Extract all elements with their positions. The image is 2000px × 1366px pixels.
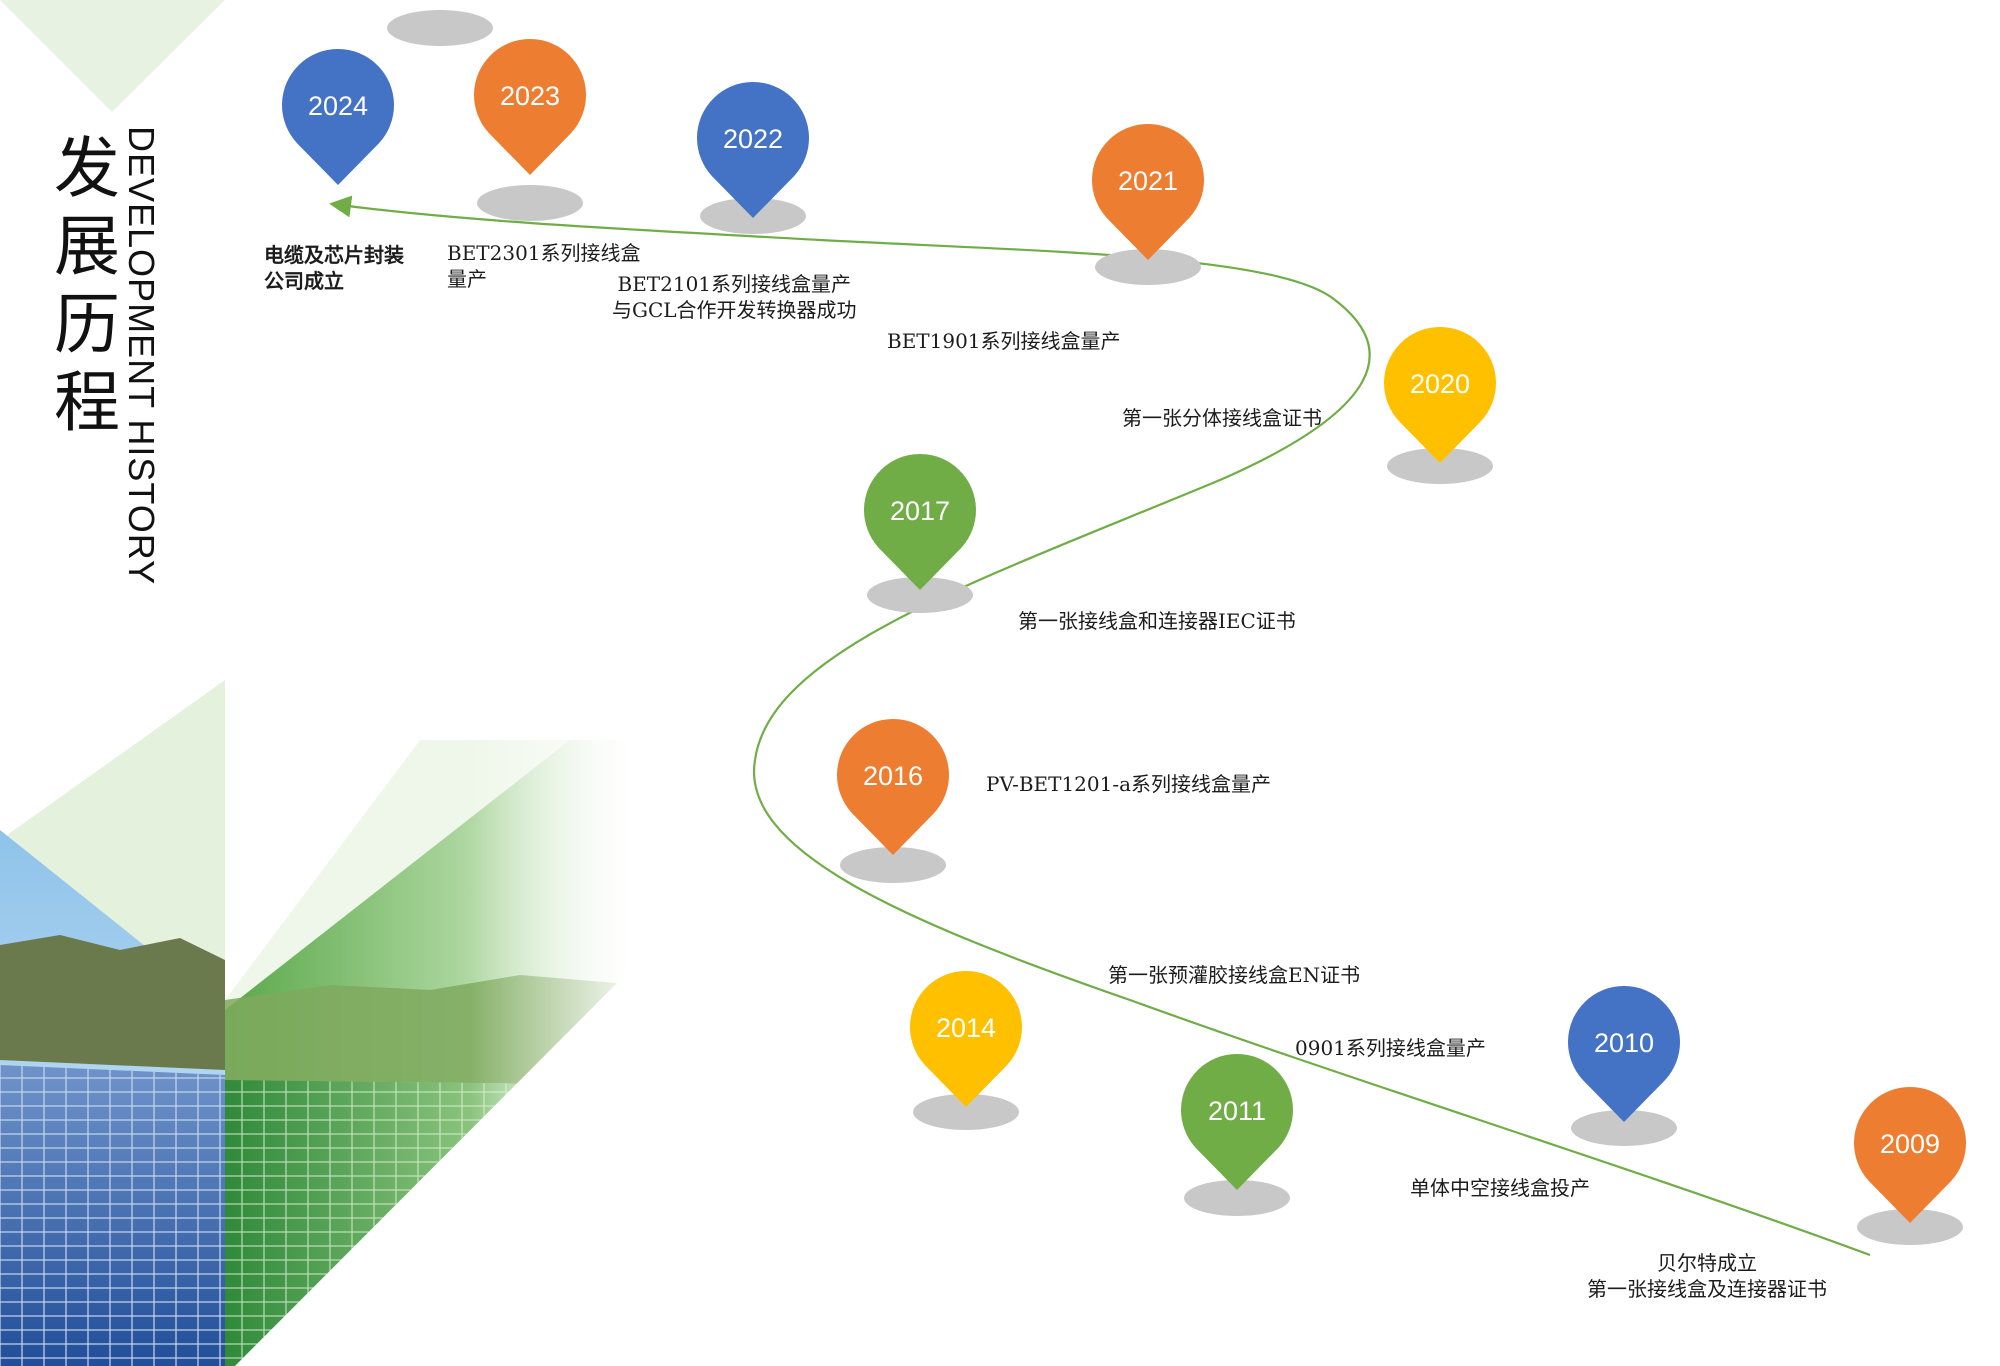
milestone-pin-2023: 2023 — [474, 38, 587, 221]
pin-shadow — [1857, 1209, 1963, 1245]
milestone-pin-2014: 2014 — [910, 970, 1022, 1130]
map-pin-icon — [1092, 124, 1204, 260]
pin-year-label: 2020 — [1410, 369, 1470, 399]
map-pin-icon — [910, 970, 1022, 1107]
pin-year-label: 2009 — [1880, 1129, 1940, 1159]
milestone-pin-2009: 2009 — [1854, 1087, 1967, 1245]
pin-shadow — [1387, 448, 1493, 484]
map-pin-icon — [864, 454, 976, 590]
milestone-label-2022: BET2101系列接线盒量产 与GCL合作开发转换器成功 — [612, 272, 857, 322]
solar-landscape-image — [0, 680, 650, 1366]
pin-year-label: 2021 — [1118, 166, 1178, 196]
milestone-label-2020: 第一张分体接线盒证书 — [1122, 406, 1322, 430]
milestone-label-2011: 0901系列接线盒量产 — [1295, 1036, 1486, 1060]
pin-shadow — [840, 847, 946, 883]
milestone-pin-2017: 2017 — [864, 454, 976, 613]
milestone-pin-2024: 2024 — [282, 49, 394, 185]
pin-year-label: 2023 — [500, 81, 560, 111]
milestone-pin-2021: 2021 — [1092, 124, 1204, 285]
pin-year-label: 2010 — [1594, 1028, 1654, 1058]
title-char: 发 — [54, 130, 120, 207]
pin-shadow — [1095, 249, 1201, 285]
pin-year-label: 2011 — [1208, 1096, 1266, 1126]
milestone-label-2014: 第一张预灌胶接线盒EN证书 — [1108, 963, 1361, 987]
pin-year-label: 2022 — [723, 124, 783, 154]
map-pin-icon — [474, 38, 587, 176]
map-pin-icon — [1568, 986, 1680, 1122]
pin-shadow — [867, 577, 973, 613]
page-title-chinese: 发 展 历 程 — [42, 130, 132, 442]
milestone-pin-2011: 2011 — [1181, 1054, 1293, 1216]
map-pin-icon — [1854, 1087, 1967, 1223]
pin-shadow — [1184, 1180, 1290, 1216]
map-pin-icon — [282, 49, 394, 185]
milestone-label-2023: BET2301系列接线盒 量产 — [447, 241, 641, 291]
map-pin-icon — [1181, 1054, 1293, 1190]
pin-shadow — [1571, 1110, 1677, 1146]
pin-shadow — [387, 10, 493, 46]
map-pin-icon — [1384, 327, 1496, 463]
pin-year-label: 2017 — [890, 496, 950, 526]
milestone-label-2021: BET1901系列接线盒量产 — [887, 329, 1121, 353]
corner-triangle-decoration — [0, 0, 225, 112]
title-char: 程 — [54, 364, 120, 441]
milestone-label-2016: PV-BET1201-a系列接线盒量产 — [986, 772, 1272, 796]
pin-year-label: 2014 — [936, 1013, 996, 1043]
milestone-label-2009: 贝尔特成立 第一张接线盒及连接器证书 — [1587, 1251, 1827, 1301]
page-title-english: DEVELOPMENT HISTORY — [121, 126, 162, 586]
pin-shadow — [477, 185, 583, 221]
milestone-pin-2016: 2016 — [836, 719, 949, 883]
timeline-path — [329, 195, 1871, 1257]
title-char: 历 — [54, 286, 120, 363]
title-char: 展 — [54, 208, 120, 285]
map-pin-icon — [697, 82, 809, 218]
map-pin-icon — [836, 719, 949, 855]
milestone-label-2024: 电缆及芯片封装 公司成立 — [264, 243, 404, 293]
pin-year-label: 2016 — [863, 761, 923, 791]
milestone-pin-2020: 2020 — [1384, 327, 1496, 484]
milestone-label-2010: 单体中空接线盒投产 — [1410, 1176, 1590, 1200]
milestone-pin-2010: 2010 — [1568, 986, 1680, 1146]
milestone-pin-2022: 2022 — [697, 82, 809, 234]
milestone-label-2017: 第一张接线盒和连接器IEC证书 — [1018, 609, 1296, 633]
pin-year-label: 2024 — [308, 91, 368, 121]
pin-shadow — [913, 1094, 1019, 1130]
